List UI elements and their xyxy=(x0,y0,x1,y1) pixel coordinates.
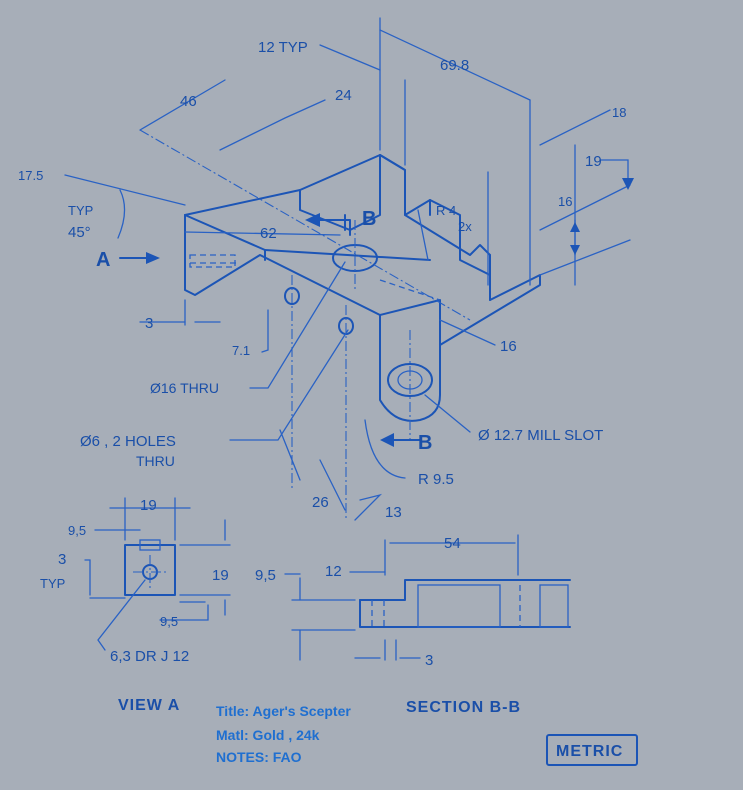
dim-12typ: 12 TYP xyxy=(258,39,308,56)
view-a-typ: TYP xyxy=(40,576,65,591)
title-block: Title: Ager's Scepter Matl: Gold , 24k N… xyxy=(216,703,638,766)
view-a-dim-9-5-b: 9,5 xyxy=(160,614,178,629)
view-a-caption: VIEW A xyxy=(118,697,180,714)
dim-3: 3 xyxy=(145,315,153,332)
section-bb-drawing xyxy=(284,534,571,661)
iso-dimension-lines xyxy=(64,17,634,521)
dim-69-8: 69.8 xyxy=(440,57,469,74)
view-a-marker: A xyxy=(96,249,110,271)
dim-18: 18 xyxy=(612,105,626,120)
section-caption: SECTION B-B xyxy=(406,699,521,716)
units-label: METRIC xyxy=(556,743,623,760)
view-a-dim-19-b: 19 xyxy=(212,567,229,584)
section-dim-12: 12 xyxy=(325,563,342,580)
dim-17-5: 17.5 xyxy=(18,168,43,183)
view-a-dim-3: 3 xyxy=(58,551,66,568)
angle-45: 45° xyxy=(68,224,91,241)
dim-16-a: 16 xyxy=(558,194,572,209)
typ-label: TYP xyxy=(68,203,93,218)
title-text: Title: Ager's Scepter xyxy=(216,703,351,719)
radius-9-5: R 9.5 xyxy=(418,471,454,488)
radius-4-count: 2x xyxy=(458,219,472,234)
iso-dimension-text: 12 TYP 69.8 46 24 18 17.5 19 16 TYP 45° … xyxy=(18,39,626,521)
hole-16-note: Ø16 THRU xyxy=(150,380,219,396)
material-text: Matl: Gold , 24k xyxy=(216,727,320,743)
section-b-marker-top: B xyxy=(362,208,376,230)
dim-7-1: 7.1 xyxy=(232,343,250,358)
mill-slot-note: Ø 12.7 MILL SLOT xyxy=(478,427,603,444)
section-b-marker-bottom: B xyxy=(418,432,432,454)
holes-6-thru: THRU xyxy=(136,453,175,469)
dim-19: 19 xyxy=(585,153,602,170)
radius-4: R 4 xyxy=(436,203,456,218)
section-dim-9-5: 9,5 xyxy=(255,567,276,584)
dim-46: 46 xyxy=(180,93,197,110)
dim-16-b: 16 xyxy=(500,338,517,355)
units-box xyxy=(546,734,638,766)
section-dim-3: 3 xyxy=(425,652,433,669)
dim-13: 13 xyxy=(385,504,402,521)
isometric-part xyxy=(139,129,541,520)
drill-note: 6,3 DR J 12 xyxy=(110,648,189,665)
view-a-dim-19: 19 xyxy=(140,497,157,514)
view-a-dim-9-5-a: 9,5 xyxy=(68,523,86,538)
notes-text: NOTES: FAO xyxy=(216,749,302,765)
view-a-text: 19 9,5 3 TYP 19 9,5 6,3 DR J 12 VIEW A xyxy=(40,497,229,714)
holes-6-note: Ø6 , 2 HOLES xyxy=(80,433,176,450)
dim-26: 26 xyxy=(312,494,329,511)
view-a-drawing xyxy=(84,497,231,651)
section-bb-text: 54 9,5 12 3 SECTION B-B xyxy=(255,535,521,716)
dim-24: 24 xyxy=(335,87,352,104)
section-dim-54: 54 xyxy=(444,535,461,552)
dim-62: 62 xyxy=(260,225,277,242)
